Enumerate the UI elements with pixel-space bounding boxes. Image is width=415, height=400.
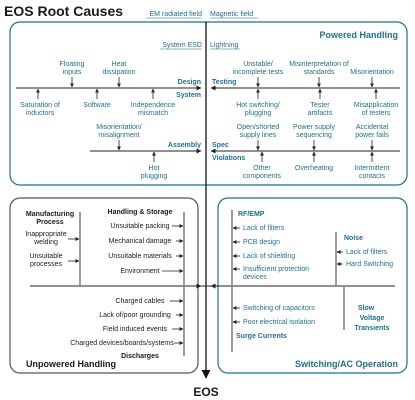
unpowered-handling-title: Unpowered Handling: [26, 359, 116, 369]
noise-label: Noise: [344, 235, 363, 242]
spec-label: Spec: [212, 142, 229, 149]
switching-ac-title: Switching/AC Operation: [295, 359, 398, 369]
em-radiated-field: EM radiated field: [149, 11, 202, 18]
violations-label: Violations: [212, 155, 245, 162]
testing-label: Testing: [212, 79, 236, 86]
hot-switching-cause: Hot switching/plugging: [236, 102, 280, 117]
misorientation-assembly-cause: Misorientation/misalignment: [96, 124, 142, 139]
charged-cables-cause: Charged cables: [115, 298, 165, 305]
overheating-cause: Overheating: [295, 165, 333, 172]
unsuitable-materials-cause: Unsuitable materials: [108, 253, 172, 260]
diagram-title: EOS Root Causes: [4, 3, 123, 19]
system-label: System: [176, 92, 201, 99]
handling-storage-label: Handling & Storage: [108, 209, 173, 216]
assembly-label: Assembly: [168, 142, 201, 149]
poor-isolation-cause: Poor electrical isolation: [243, 319, 315, 326]
switching-capacitors-cause: Switching of capacitors: [243, 305, 315, 312]
mechanical-damage-cause: Mechanical damage: [109, 238, 172, 245]
system-esd: System ESD: [162, 42, 202, 49]
software-cause: Software: [83, 102, 111, 109]
design-label: Design: [178, 79, 201, 86]
discharges-label: Discharges: [121, 353, 159, 360]
lightning: Lightning: [210, 42, 239, 49]
noise-lack-of-filters-cause: Lack of filters: [346, 249, 388, 256]
powered-handling-box: [9, 21, 408, 186]
hard-switching-cause: Hard Switching: [346, 261, 393, 268]
unsuitable-packing-cause: Unsuitable packing: [110, 223, 169, 230]
lack-of-shielding-cause: Lack of shielding: [243, 253, 295, 260]
effect-label: EOS: [193, 385, 218, 399]
surge-currents-label: Surge Currents: [236, 333, 287, 340]
unstable-tests-cause: Unstable/incomplete tests: [233, 61, 284, 76]
grounding-cause: Lack of/poor grounding: [99, 312, 171, 319]
rf-emp-label: RF/EMP: [238, 211, 265, 218]
misorientation-testing-cause: Misorientation: [350, 69, 394, 76]
powered-handling-title: Powered Handling: [319, 30, 398, 40]
environment-cause: Environment: [120, 268, 159, 275]
magnetic-field: Magnetic field: [210, 11, 253, 18]
field-induced-cause: Field induced events: [103, 326, 168, 333]
rf-lack-of-filters-cause: Lack of filters: [243, 225, 285, 232]
charged-devices-cause: Charged devices/boards/systems: [70, 340, 174, 347]
pcb-design-cause: PCB design: [243, 239, 280, 246]
